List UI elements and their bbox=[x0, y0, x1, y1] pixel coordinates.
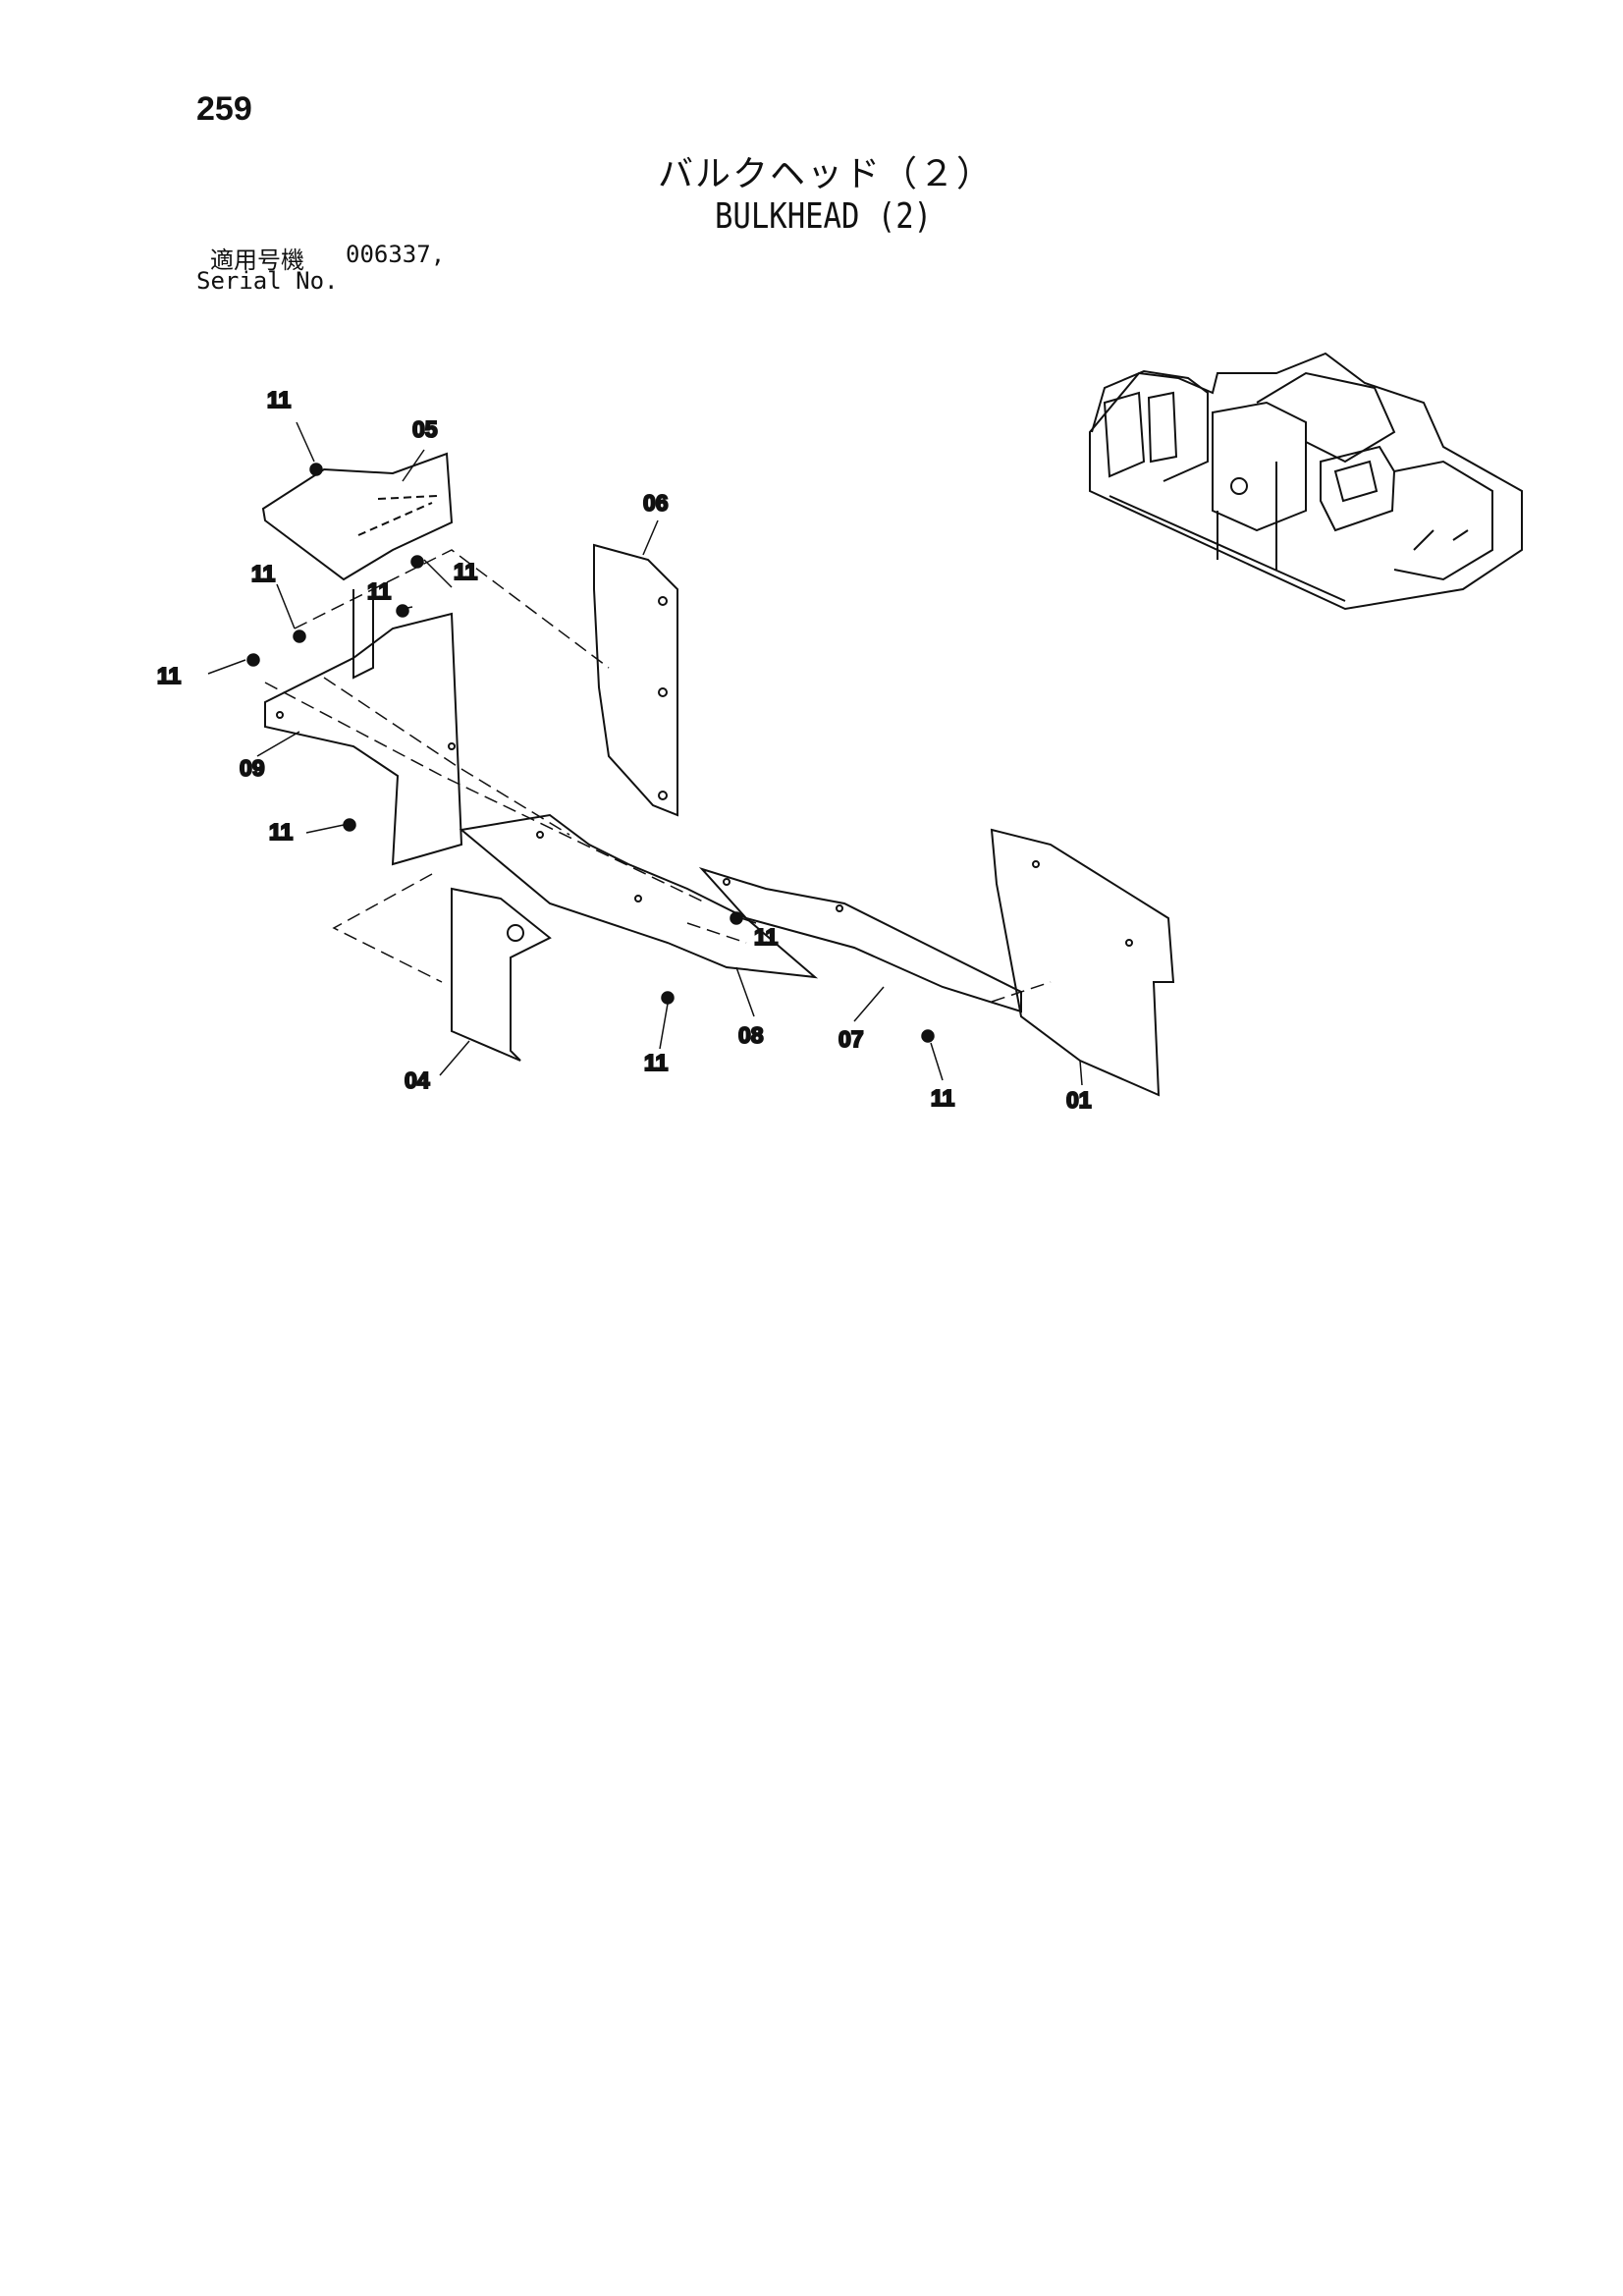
page-number: 259 bbox=[196, 90, 252, 128]
callout-05: 05 bbox=[412, 416, 438, 442]
part-01-panel bbox=[990, 828, 1175, 1097]
excavator-overview-sketch bbox=[1089, 352, 1523, 611]
title-japanese: バルクヘッド（２） bbox=[658, 154, 995, 194]
callout-06: 06 bbox=[643, 490, 669, 516]
callout-08: 08 bbox=[738, 1022, 764, 1048]
callout-11-mid-right: 11 bbox=[454, 559, 478, 584]
callout-11-center: 11 bbox=[754, 924, 779, 950]
part-08-member bbox=[459, 813, 819, 979]
callout-11-right: 11 bbox=[931, 1085, 955, 1111]
callout-11-left-upper: 11 bbox=[251, 561, 276, 586]
part-04-bracket bbox=[451, 887, 552, 1062]
part-05-bracket bbox=[261, 452, 454, 680]
serial-label-japanese: 適用号機 bbox=[210, 246, 304, 274]
bolts bbox=[246, 463, 935, 1043]
part-09-panel bbox=[264, 612, 463, 866]
callout-11-left: 11 bbox=[157, 663, 182, 688]
callout-11-mid: 11 bbox=[367, 578, 392, 604]
callout-07: 07 bbox=[839, 1026, 864, 1052]
part-07-member bbox=[698, 866, 1022, 1013]
assembly-centerlines bbox=[264, 549, 1052, 1003]
title-english: BULKHEAD (2) bbox=[715, 196, 933, 237]
callout-04: 04 bbox=[405, 1067, 430, 1093]
part-06-panel bbox=[593, 543, 678, 817]
callout-01: 01 bbox=[1066, 1087, 1092, 1113]
callout-11-bottom: 11 bbox=[644, 1050, 669, 1075]
callout-09: 09 bbox=[240, 755, 265, 781]
callout-11-top: 11 bbox=[267, 387, 292, 412]
leader-lines bbox=[207, 421, 1083, 1086]
serial-label-english: Serial No. bbox=[196, 267, 339, 295]
serial-range: 006337, bbox=[346, 241, 446, 268]
callout-11-lower-left: 11 bbox=[269, 819, 294, 845]
